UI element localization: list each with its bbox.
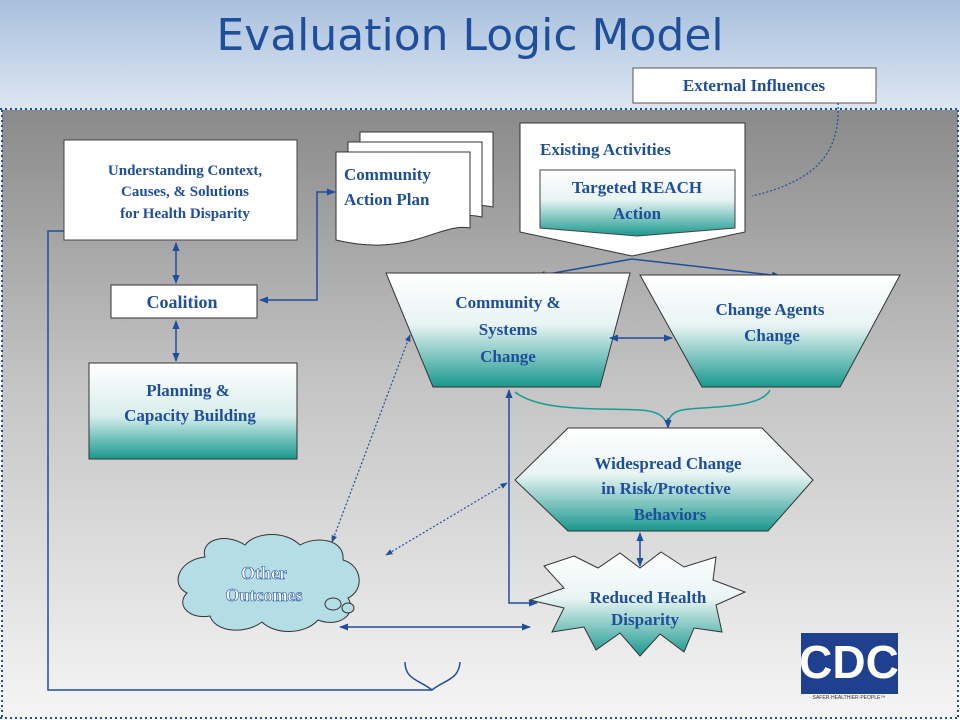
widespread-change-box: Widespread Change in Risk/Protective Beh… — [514, 427, 814, 532]
other-outcomes-cloud: Other Outcomes — [177, 534, 360, 632]
community-reduced-loop-arrow — [505, 389, 538, 607]
planning-line-2: Capacity Building — [124, 406, 256, 425]
brace-left — [514, 391, 669, 427]
understanding-context-box: Understanding Context, Causes, & Solutio… — [63, 139, 298, 241]
action-plan-line-1: Community — [344, 165, 431, 184]
widespread-line-2: in Risk/Protective — [601, 479, 731, 498]
bottom-brace — [404, 661, 461, 691]
external-influences-label: External Influences — [683, 76, 826, 95]
reduced-line-1: Reduced Health — [590, 588, 707, 607]
coalition-action-plan-arrow — [259, 188, 336, 304]
community-systems-line-3: Change — [480, 347, 536, 366]
targeted-reach-box: Targeted REACH Action — [539, 169, 736, 237]
activities-to-agents-arrow — [631, 258, 781, 279]
change-agents-line-1: Change Agents — [715, 300, 824, 319]
cdc-logo: CDC SAFER·HEALTHIER·PEOPLE™ — [799, 633, 899, 701]
other-outcomes-line-2: Outcomes — [226, 585, 303, 605]
reduced-line-2: Disparity — [611, 610, 680, 629]
page-title: Evaluation Logic Model — [216, 10, 723, 61]
reduced-health-disparity-burst: Reduced Health Disparity — [528, 551, 747, 657]
community-systems-line-1: Community & — [455, 293, 560, 312]
external-influences-box: External Influences — [632, 67, 877, 104]
existing-activities-label: Existing Activities — [540, 140, 671, 159]
brace-right — [667, 389, 771, 427]
widespread-line-1: Widespread Change — [594, 454, 742, 473]
cdc-tagline: SAFER·HEALTHIER·PEOPLE™ — [813, 695, 886, 701]
targeted-reach-line-2: Action — [613, 204, 662, 223]
planning-capacity-box: Planning & Capacity Building — [88, 362, 298, 460]
planning-line-1: Planning & — [146, 381, 230, 400]
other-outcomes-line-1: Other — [241, 563, 287, 583]
community-systems-change-box: Community & Systems Change — [385, 272, 631, 388]
change-agents-box: Change Agents Change — [639, 274, 901, 388]
understanding-line-1: Understanding Context, — [108, 163, 262, 179]
targeted-reach-line-1: Targeted REACH — [572, 178, 702, 197]
community-other-dotted-arrow — [331, 334, 411, 543]
cdc-logo-text: CDC — [799, 636, 899, 688]
understanding-line-3: for Health Disparity — [120, 206, 250, 222]
widespread-line-3: Behaviors — [634, 505, 707, 524]
community-systems-line-2: Systems — [479, 320, 538, 339]
community-action-plan-doc: Community Action Plan — [335, 131, 494, 246]
coalition-label: Coalition — [146, 292, 217, 312]
understanding-line-2: Causes, & Solutions — [121, 184, 249, 200]
action-plan-line-2: Action Plan — [344, 190, 430, 209]
change-agents-line-2: Change — [744, 326, 800, 345]
coalition-box: Coalition — [110, 284, 258, 319]
widespread-other-dotted-arrow — [385, 482, 508, 556]
feedback-loop-line — [47, 230, 432, 691]
